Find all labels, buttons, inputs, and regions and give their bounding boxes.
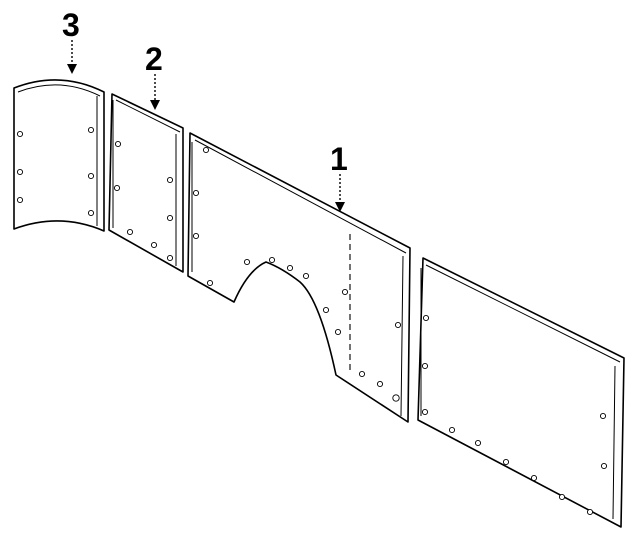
fastener-hole [202,146,210,154]
fastener-hole [166,176,174,184]
fastener-hole [394,321,402,329]
fastener-hole [558,493,566,501]
fastener-hole [376,380,384,388]
fastener-hole [243,258,251,266]
callout-1-arrowhead [335,202,345,212]
fastener-hole [87,172,95,180]
fastener-hole [166,254,174,262]
fastener-hole [448,426,456,434]
fastener-hole [302,272,310,280]
right-panel[interactable] [417,257,625,528]
fastener-hole [166,214,174,222]
fastener-hole [150,241,158,249]
fastener-hole [586,508,594,516]
callout-3[interactable]: 3 [62,7,80,74]
fastener-hole [421,362,429,370]
callout-3-label: 3 [62,7,80,43]
fastener-hole [192,232,200,240]
callout-1-label: 1 [330,141,348,177]
callout-2[interactable]: 2 [145,41,163,110]
fastener-hole [126,228,134,236]
part-1-panel[interactable] [187,132,411,423]
fastener-hole [87,126,95,134]
fastener-hole [16,130,24,138]
fastener-hole [341,288,349,296]
callout-2-label: 2 [145,41,163,77]
fastener-hole [392,394,400,402]
fastener-hole [358,370,366,378]
fastener-hole [113,184,121,192]
callout-1[interactable]: 1 [330,141,348,212]
fastener-hole [286,264,294,272]
fastener-hole [599,412,607,420]
callout-2-arrowhead [150,100,160,110]
part-3-panel[interactable] [13,79,105,232]
fastener-hole [16,168,24,176]
fastener-hole [268,256,276,264]
fastener-hole [192,189,200,197]
fastener-hole [600,462,608,470]
fastener-hole [334,328,342,336]
part-2-panel[interactable] [108,93,184,273]
fastener-hole [502,458,510,466]
fastener-hole [322,306,330,314]
fastener-hole [206,279,214,287]
fastener-hole [474,439,482,447]
fastener-hole [530,474,538,482]
callout-3-arrowhead [67,64,77,74]
fastener-hole [421,408,429,416]
fastener-hole [114,140,122,148]
fastener-hole [422,314,430,322]
fastener-hole [87,209,95,217]
fastener-hole [16,196,24,204]
